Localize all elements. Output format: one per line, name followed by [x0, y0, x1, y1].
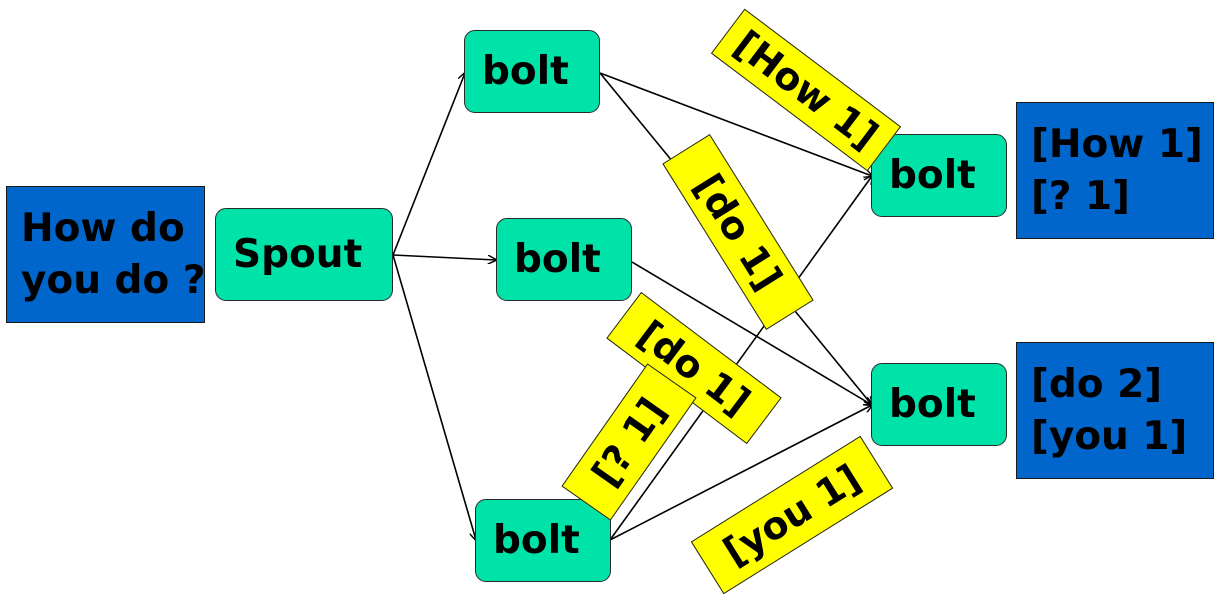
spout-node: Spout: [215, 208, 393, 301]
edge-bolt-bottom-to-counter-top: [609, 176, 872, 541]
bolt-node-bottom: bolt: [475, 499, 611, 582]
bolt-node-top: bolt: [464, 30, 600, 113]
edge-bolt-bottom-to-counter-bottom: [609, 405, 872, 541]
output-box-top: [How 1] [? 1]: [1016, 102, 1214, 239]
edge-spout-to-bolt-top: [392, 73, 465, 256]
input-line-1: How do: [21, 205, 185, 251]
edge-spout-to-bolt-bottom: [392, 254, 476, 540]
counter-bolt-node-top: bolt: [871, 134, 1007, 217]
output-top-line-2: [? 1]: [1031, 173, 1130, 219]
input-sentence-box: How do you do ?: [6, 186, 205, 323]
output-box-bottom: [do 2] [you 1]: [1016, 342, 1214, 479]
edge-spout-to-bolt-middle: [392, 254, 496, 260]
edge-bolt-middle-to-counter-bottom: [631, 261, 872, 405]
output-bottom-line-2: [you 1]: [1031, 413, 1188, 459]
counter-bolt-node-bottom: bolt: [871, 363, 1007, 446]
output-bottom-line-1: [do 2]: [1031, 361, 1163, 407]
input-line-2: you do ?: [21, 257, 206, 303]
bolt-node-middle: bolt: [496, 218, 632, 301]
edge-bolt-top-to-counter-top: [599, 72, 872, 176]
output-top-line-1: [How 1]: [1031, 121, 1203, 167]
